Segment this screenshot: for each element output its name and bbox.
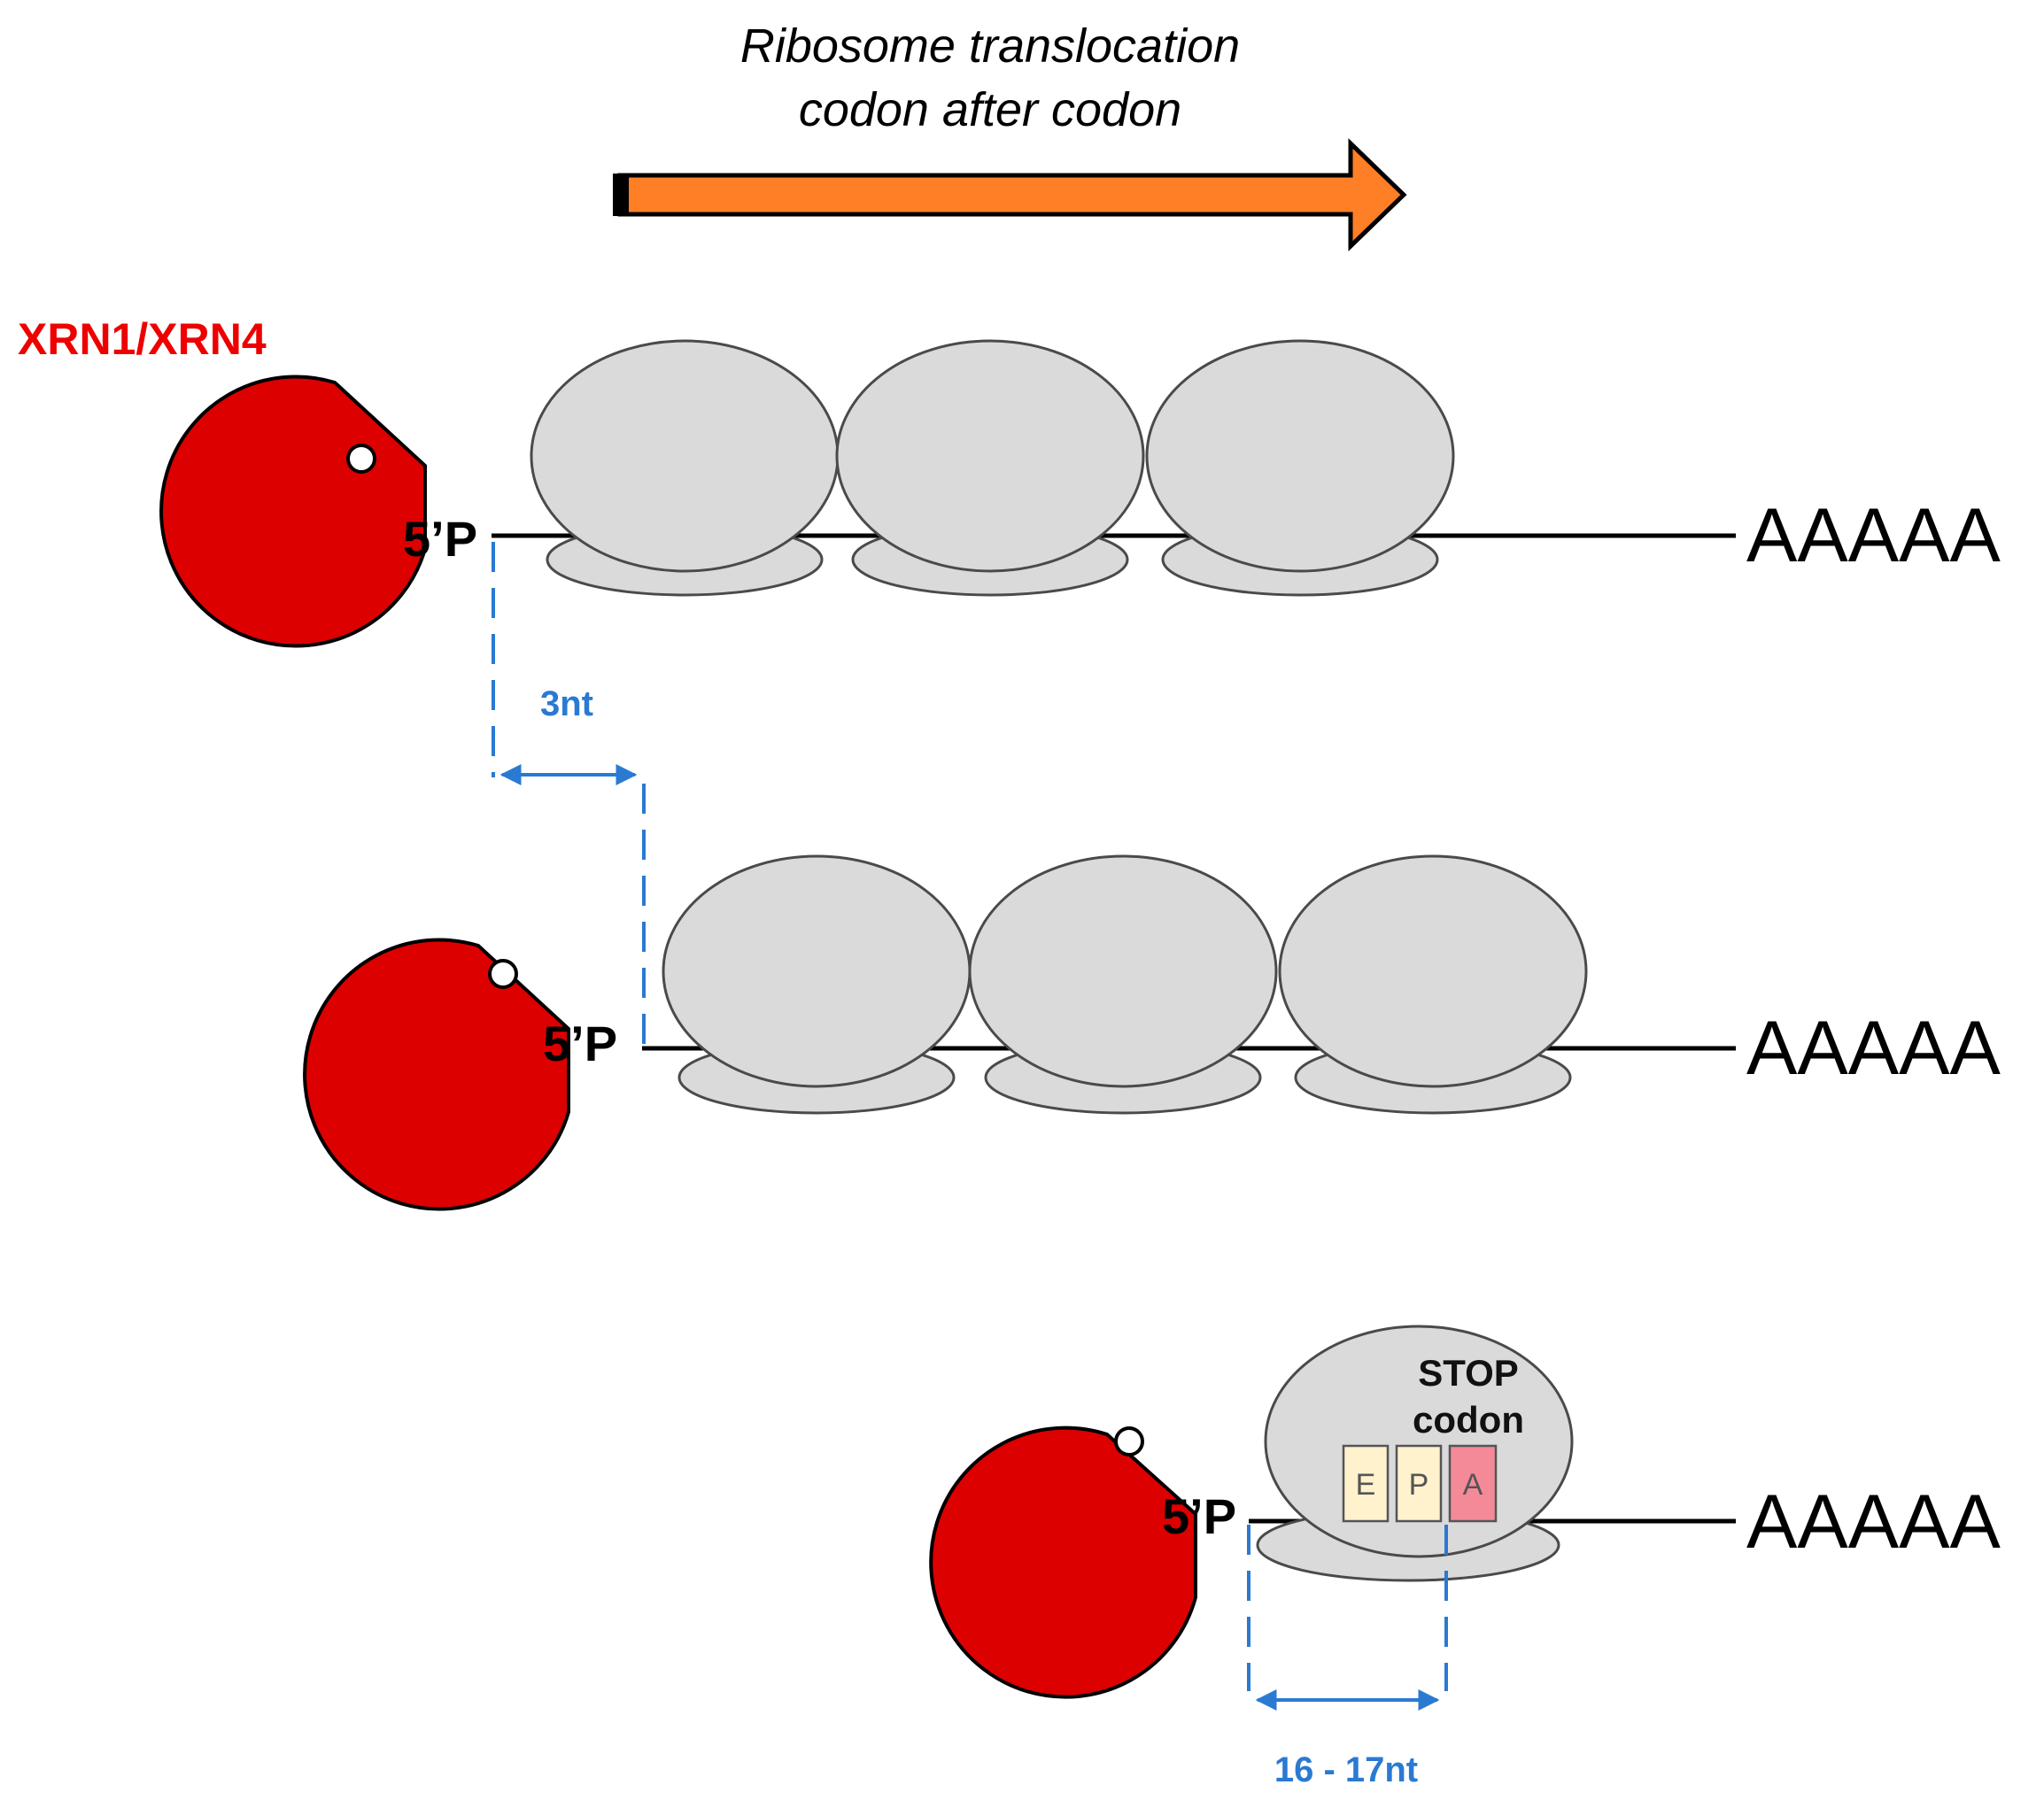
ribosome (1278, 854, 1588, 1115)
ribosome (662, 854, 972, 1115)
polya-tail: AAAAA (1746, 1480, 2001, 1565)
ribosome (968, 854, 1278, 1115)
pacman-eye-icon (1114, 1426, 1144, 1456)
row-2: 5’P AAAAA (303, 854, 2001, 1211)
protection-dimension: 16 - 17nt (1247, 1525, 1448, 1789)
stop-codon-label-line-2: codon (1413, 1399, 1524, 1441)
e-site-label: E (1356, 1468, 1376, 1502)
enzyme-label: XRN1/XRN4 (18, 314, 267, 364)
xrn-pacman-icon (303, 938, 570, 1211)
protection-distance-label: 16 - 17nt (1274, 1750, 1418, 1789)
pacman-eye-icon (346, 444, 376, 474)
five-prime-label: 5’P (403, 511, 477, 567)
xrn-pacman-icon (929, 1426, 1197, 1699)
stop-codon-label-line-1: STOP (1418, 1352, 1519, 1394)
translocation-arrow (613, 138, 1407, 251)
xrn-pacman-icon (159, 375, 427, 648)
polya-tail: AAAAA (1746, 1006, 2001, 1091)
title-line-2: codon after codon (799, 83, 1181, 136)
p-site (1395, 1444, 1443, 1523)
row-3: 5’P E P A STOP codon AAAAA (929, 1325, 2001, 1699)
pacman-eye-icon (488, 959, 518, 989)
polya-tail: AAAAA (1746, 493, 2001, 578)
ribosome (530, 339, 840, 597)
terminating-ribosome: E P A STOP codon (1256, 1325, 1574, 1582)
e-site (1342, 1444, 1390, 1523)
five-prime-label: 5’P (1162, 1488, 1236, 1544)
ribosome (1145, 339, 1455, 597)
ribosome (835, 339, 1145, 597)
five-prime-label: 5’P (543, 1016, 617, 1071)
step-distance-label: 3nt (540, 684, 593, 723)
p-site-label: P (1409, 1468, 1429, 1502)
a-site (1448, 1444, 1498, 1523)
a-site-label: A (1463, 1468, 1483, 1502)
title-line-1: Ribosome translocation (740, 19, 1240, 73)
step-dimension: 3nt (492, 542, 646, 1045)
row-1: 5’P AAAAA (159, 339, 2001, 648)
